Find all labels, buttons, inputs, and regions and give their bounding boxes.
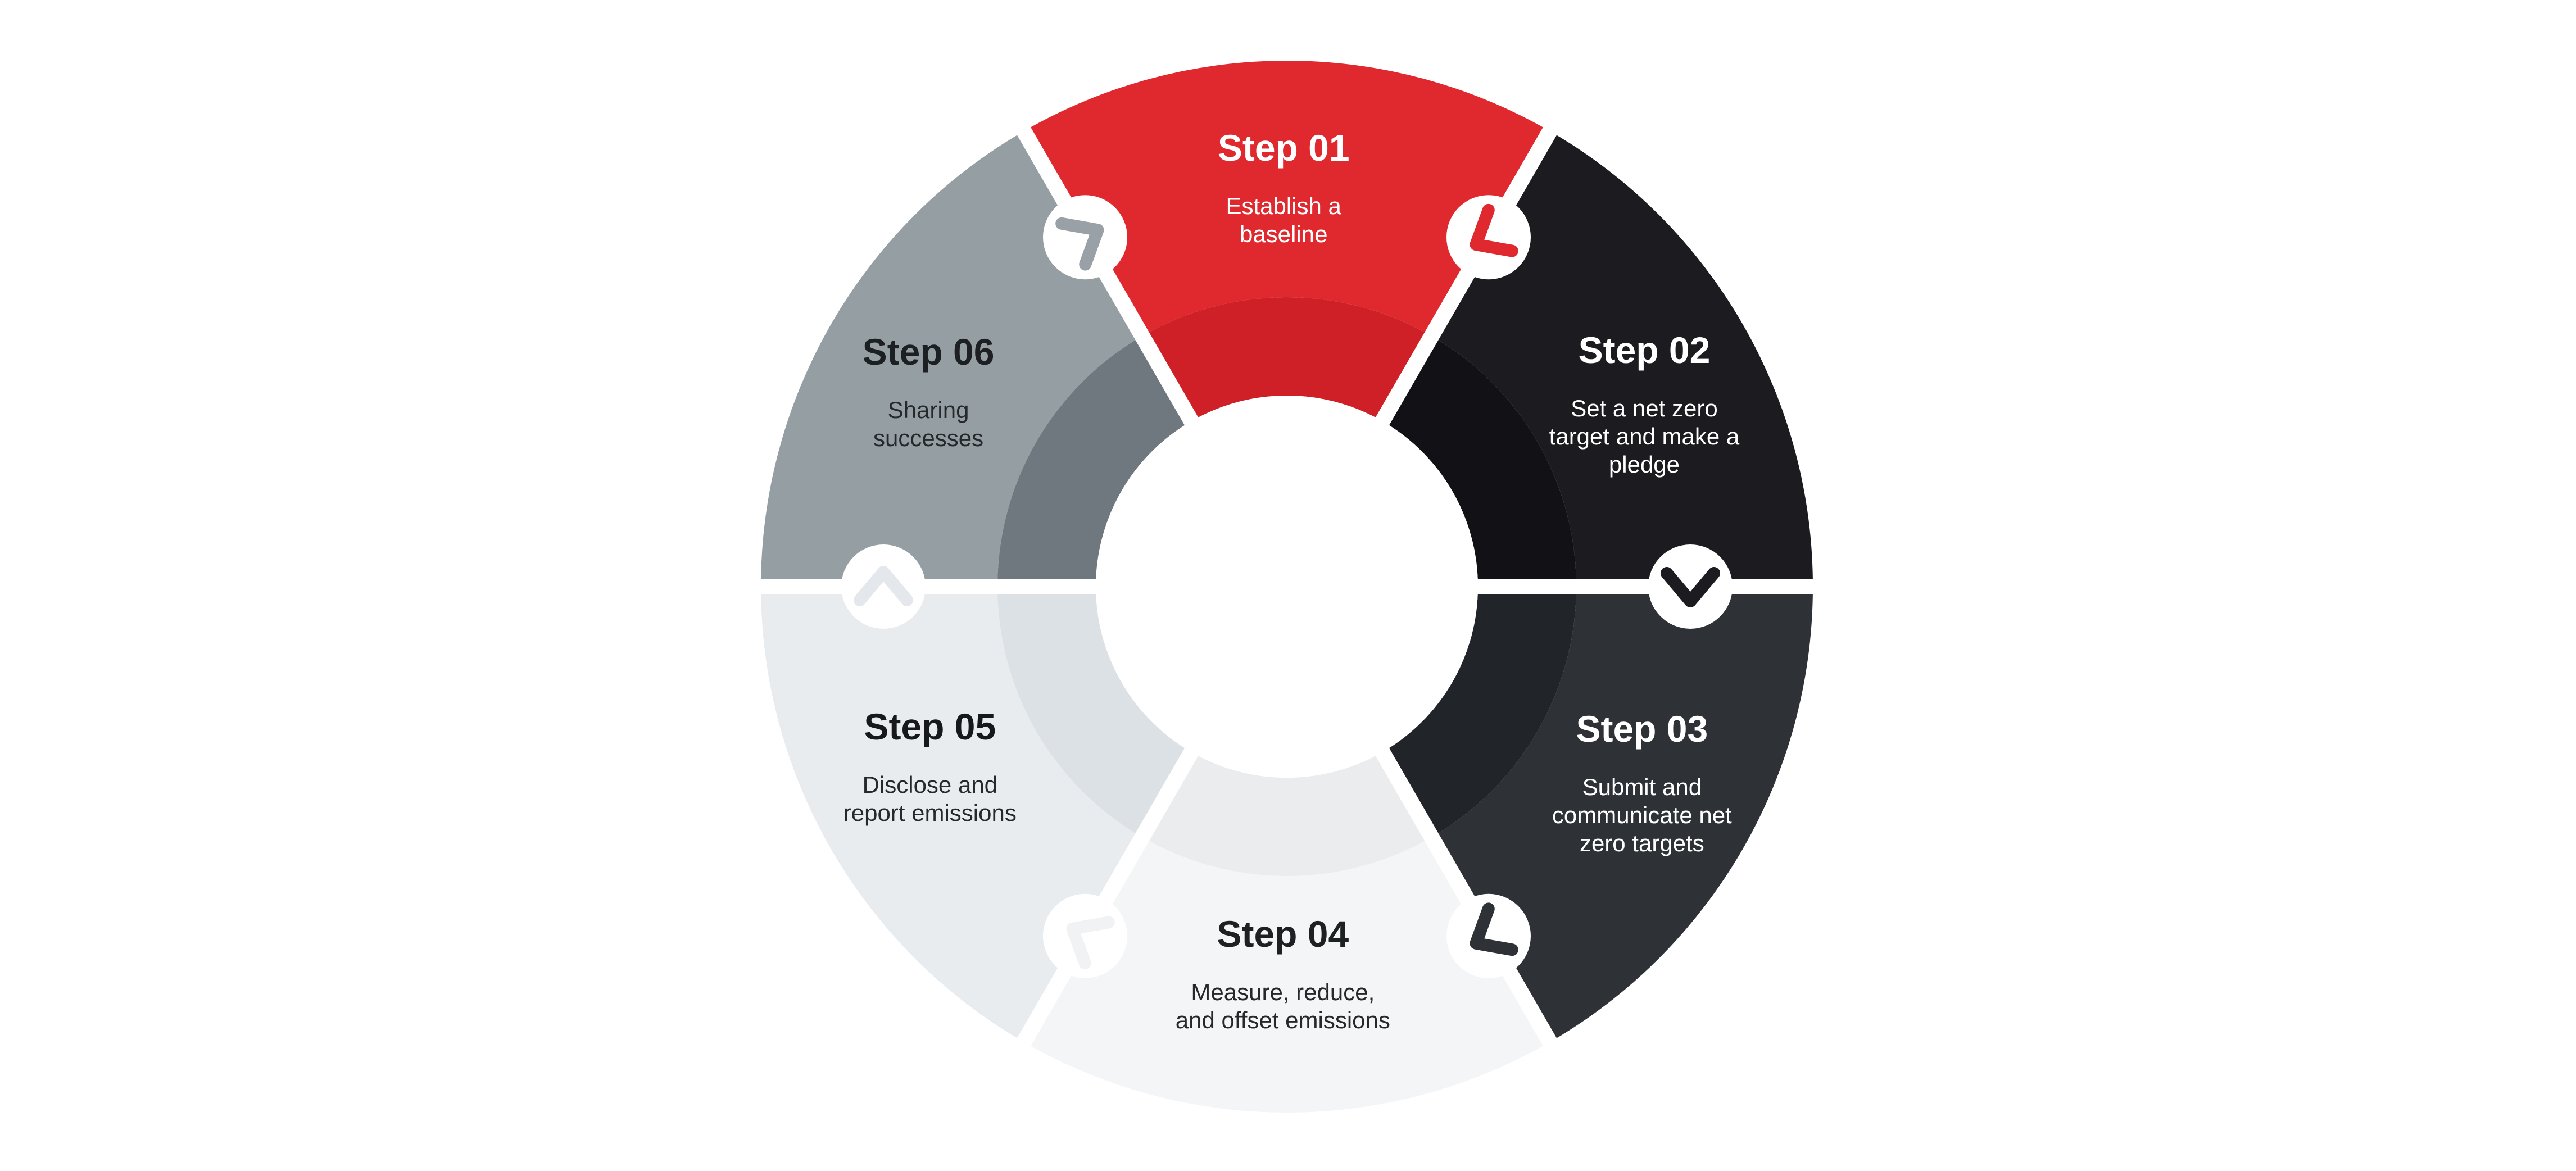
step-06-label: Step 06 Sharing successes [732, 332, 1125, 452]
connector-badge-step-05 [841, 544, 926, 629]
step-02-label: Step 02 Set a net zero target and make a… [1448, 330, 1841, 479]
chevron-icon-step-03 [1470, 902, 1518, 956]
step-06-title: Step 06 [862, 331, 995, 373]
step-04-subtitle: Measure, reduce, and offset emissions [1175, 978, 1390, 1033]
step-05-title: Step 05 [864, 705, 996, 747]
segment-step-06-inner [997, 335, 1191, 587]
segment-step-03-inner [1382, 587, 1576, 838]
connector-badge-step-03 [1446, 893, 1531, 978]
center-circle [1096, 396, 1478, 778]
segment-step-04-outer [1024, 837, 1550, 1113]
segment-step-05-inner [997, 587, 1191, 838]
step-03-title: Step 03 [1576, 708, 1708, 750]
step-02-subtitle: Set a net zero target and make a pledge [1549, 394, 1740, 478]
chevron-icon-step-04 [1066, 916, 1115, 970]
segment-step-01-inner [1142, 297, 1432, 421]
segment-step-02-inner [1382, 335, 1576, 587]
connector-badge-step-04 [1043, 893, 1127, 978]
chevron-icon-step-06 [1055, 217, 1104, 271]
step-01-title: Step 01 [1217, 126, 1350, 169]
connector-badge-step-02 [1648, 544, 1733, 629]
step-06-subtitle: Sharing successes [873, 397, 984, 452]
step-03-subtitle: Submit and communicate net zero targets [1552, 774, 1732, 857]
chevron-icon-step-02 [1661, 567, 1720, 607]
chevron-icon-step-01 [1470, 203, 1518, 257]
chevron-icon-step-05 [854, 566, 913, 606]
step-01-label: Step 01 Establish a baseline [1087, 128, 1480, 248]
segment-step-01-outer [1024, 60, 1550, 336]
segment-step-04-inner [1142, 752, 1432, 877]
step-05-subtitle: Disclose and report emissions [843, 771, 1017, 826]
step-05-label: Step 05 Disclose and report emissions [733, 707, 1127, 827]
step-03-label: Step 03 Submit and communicate net zero … [1445, 709, 1839, 857]
connector-badge-step-01 [1446, 195, 1531, 280]
step-02-title: Step 02 [1578, 329, 1711, 371]
step-04-label: Step 04 Measure, reduce, and offset emis… [1086, 914, 1480, 1034]
connector-badge-step-06 [1043, 195, 1127, 280]
step-01-subtitle: Establish a baseline [1226, 192, 1341, 247]
step-04-title: Step 04 [1217, 913, 1349, 955]
